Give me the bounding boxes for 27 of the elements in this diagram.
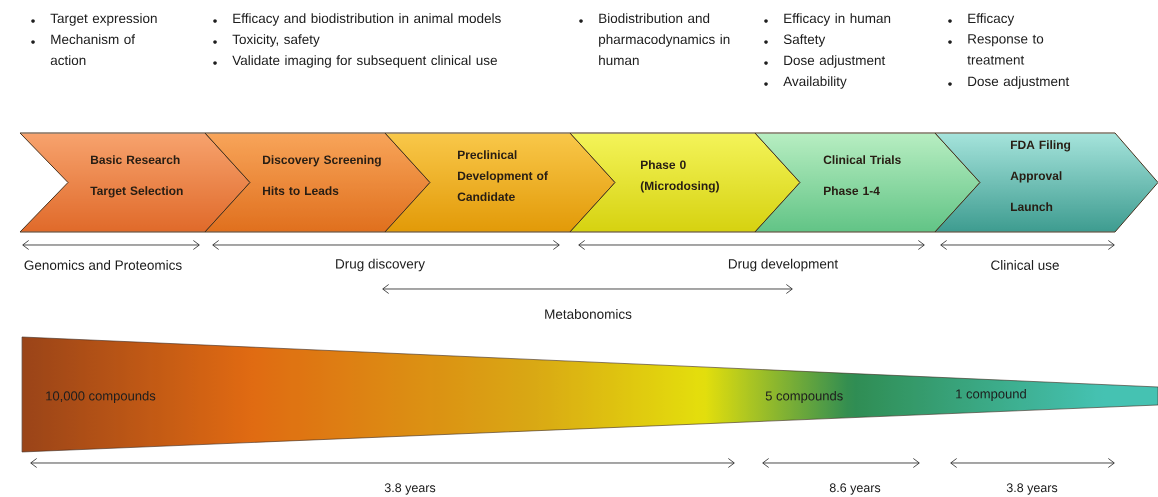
span-label: Drug development: [728, 258, 839, 272]
bullet-item: Efficacy: [948, 13, 1015, 26]
span-label: Metabonomics: [545, 309, 632, 319]
compound-count: 5 compounds: [765, 390, 843, 404]
bullet-item: Saftety: [764, 34, 826, 47]
span-label: Clinical use: [991, 260, 1059, 270]
bullet-item: Response to treatment: [948, 34, 1044, 65]
span-label: 3.8 years: [1006, 483, 1058, 495]
stage-band: Basic Research Target Selection: [19, 132, 251, 233]
bullet-item: Toxicity, safety: [213, 34, 320, 47]
bullet-item: Biodistribution and pharmacodynamics in human: [579, 13, 730, 66]
compound-count: 1 compound: [956, 388, 1026, 402]
bullet-item: Efficacy and biodistribution in animal models: [213, 13, 501, 26]
span-label: Drug discovery: [336, 258, 425, 272]
compound-count: 10,000 compounds: [46, 390, 156, 404]
bullet-item: Dose adjustment: [948, 76, 1070, 89]
span-label: 3.8 years: [384, 483, 436, 495]
bullet-item: Validate imaging for subsequent clinical use: [213, 55, 497, 68]
bullet-item: Target expression: [31, 13, 157, 26]
bullet-item: Availability: [764, 76, 847, 89]
span-label: 8.6 years: [829, 483, 881, 495]
stage-band: FDA Filing Approval Launch: [934, 132, 1158, 233]
funnel-wedge: [21, 336, 1158, 453]
bullet-item: Dose adjustment: [764, 55, 886, 68]
bullet-item: Mechanism of action: [31, 34, 135, 66]
span-label: Genomics and Proteomics: [24, 260, 182, 270]
bullet-item: Efficacy in human: [764, 13, 891, 26]
